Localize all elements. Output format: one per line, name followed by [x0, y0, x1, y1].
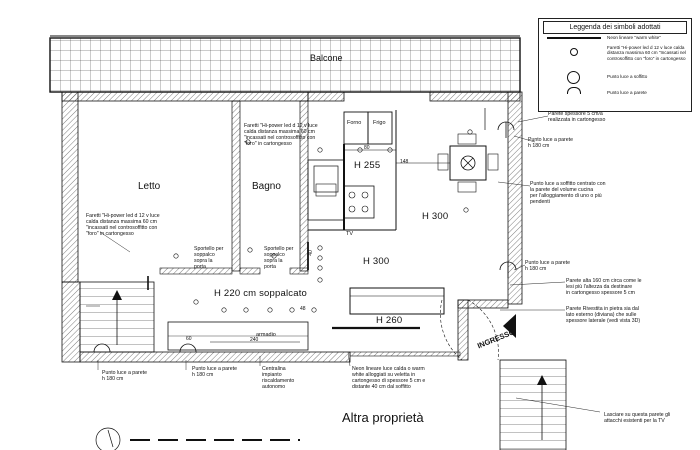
- legend: Leggenda dei simboli adottati Neon linea…: [538, 18, 692, 112]
- wall-light-symbol-icon: [567, 87, 581, 94]
- fridge-label: Frigo: [373, 120, 386, 126]
- tv-note: Lasciare su questa parete gli attacchi e…: [604, 412, 671, 424]
- bedroom-label: Letto: [138, 181, 161, 192]
- legend-title: Leggenda dei simboli adottati: [543, 21, 687, 34]
- sofa: [349, 287, 445, 315]
- neon-symbol-icon: [547, 37, 601, 39]
- hatch-right-note: Sportello per soppalco sopra la porta: [264, 246, 294, 270]
- tv-label: TV: [346, 231, 354, 237]
- dimension-240: 240: [250, 337, 259, 343]
- spots-bathroom-note: Faretti "Hi-power led d 12 v luce calda …: [244, 123, 318, 147]
- balcony-label: Balcone: [310, 53, 343, 63]
- wall-5cm-note: Parete spessore 5 cm/a realizzata in car…: [548, 111, 606, 123]
- balcony-area: [49, 37, 521, 93]
- ceiling-light-symbol-icon: [567, 71, 580, 84]
- wall-160-note: Parete alta 160 cm circa come le lesi pi…: [566, 278, 642, 296]
- kitchen-block: [307, 110, 397, 231]
- bathroom-label: Bagno: [252, 181, 281, 192]
- legend-item-wall-light: Punto luce a parete: [607, 90, 647, 95]
- height-255-label: H 255: [354, 160, 381, 171]
- height-220-label: H 220 cm soppalcato: [214, 288, 308, 299]
- legend-item-neon: Neon lineare "warm white": [607, 35, 661, 40]
- entrance-door: [440, 299, 516, 361]
- ceiling-light-note: Punto luce a soffitto centrato con la pa…: [530, 181, 606, 205]
- dimension-148: 148: [400, 159, 409, 165]
- oven-label: Forno: [347, 120, 362, 126]
- dimension-40: 40: [307, 250, 314, 256]
- walls: [61, 91, 523, 363]
- legend-item-spotlight: Faretti "Hi-power led d 12 v luce calda …: [607, 45, 686, 61]
- wall-light-bottom-left-note: Punto luce a parete h 180 cm: [102, 370, 147, 382]
- dimension-60: 60: [186, 336, 192, 342]
- wall-light-bottom-center-note: Punto luce a parete h 180 cm: [192, 366, 237, 378]
- legend-item-ceiling-light: Punto luce a soffitto: [607, 74, 648, 79]
- height-260-label: H 260: [376, 315, 403, 326]
- hatch-left-note: Sportello per soppalco sopra la porta: [194, 246, 224, 270]
- other-property-label: Altra proprietà: [342, 410, 424, 425]
- wall-light-mid-note: Punto luce a parete h 180 cm: [525, 260, 570, 272]
- neon-note: Neon lineare luce calda o warm white all…: [352, 366, 426, 390]
- spotlight-symbol-icon: [570, 48, 578, 56]
- wall-cladding-note: Parete Rivestita in pietra sia dal lato …: [566, 306, 641, 324]
- wall-lights: [93, 121, 517, 353]
- stairs-right: [499, 359, 567, 450]
- north-arrow: [95, 427, 121, 450]
- height-300-upper-label: H 300: [422, 211, 449, 222]
- dimension-80: 80: [364, 145, 370, 151]
- wardrobe-label: armadio: [256, 332, 276, 338]
- stairs-left: [79, 281, 155, 353]
- height-300-lower-label: H 300: [363, 256, 390, 267]
- spots-bedroom-note: Faretti "Hi-power led d 12 v luce calda …: [86, 213, 160, 237]
- electric-box-note: Centralina impianto riscaldamento autono…: [262, 366, 295, 390]
- dimension-48: 48: [300, 306, 306, 312]
- wall-light-top-note: Punto luce a parete h 180 cm: [528, 137, 573, 149]
- spotlights: [173, 129, 473, 313]
